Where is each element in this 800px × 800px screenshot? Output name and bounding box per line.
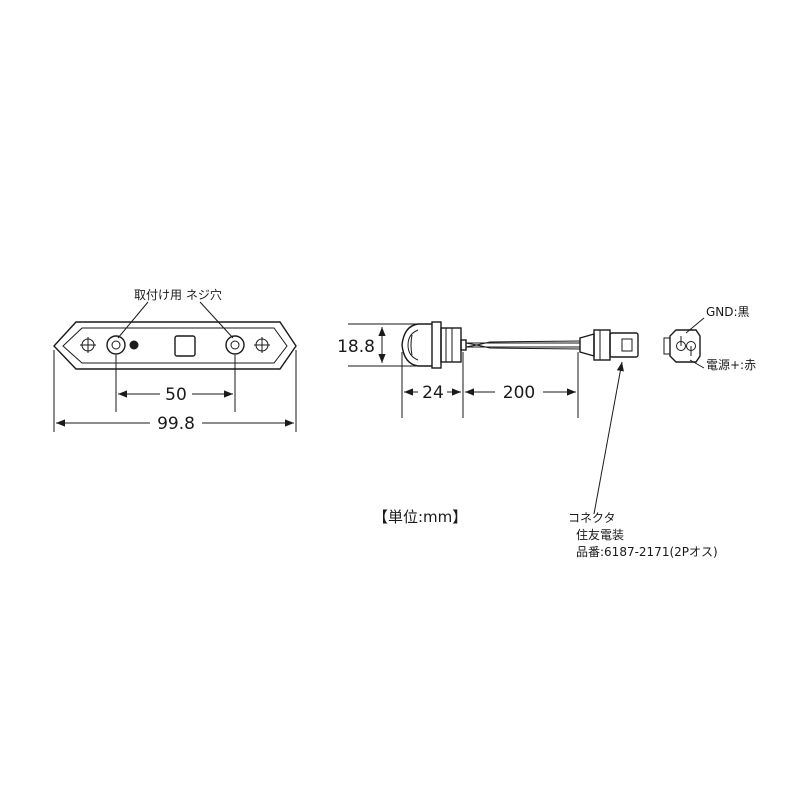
connector-spec: コネクタ 住友電装 品番:6187-2171(2Pオス) [568,511,718,559]
dim-height: 18.8 [337,337,375,357]
front-view: 取付け用 ネジ穴 50 99.8 [53,287,297,434]
center-window [174,335,196,357]
lamp-lens-outline [62,327,288,364]
power-label: 電源+:赤 [706,358,756,372]
screw-hole-left [106,335,126,355]
cable-connector [579,329,639,361]
dim-total-length: 99.8 [157,414,195,434]
mount-hole-label: 取付け用 ネジ穴 [134,287,222,302]
housing [440,327,462,363]
sensor-dot [129,340,139,350]
side-view: 18.8 24 200 [337,321,639,515]
connector-title: コネクタ [568,511,616,525]
unit-label: 【単位:mm】 [373,508,467,526]
end-boss-right [254,337,270,353]
screw-hole-right [225,335,245,355]
connector-part-number: 品番:6187-2171(2Pオス) [576,545,718,559]
dim-cable-length: 200 [503,383,535,403]
gnd-label: GND:黒 [706,305,750,319]
dim-hole-pitch: 50 [165,385,187,405]
cable [465,340,581,350]
flange [431,321,442,369]
lamp-body-outline [53,321,297,370]
lens-dome [401,323,432,367]
connector-face-view: GND:黒 電源+:赤 [663,305,756,372]
dim-body-depth: 24 [422,383,444,403]
end-boss-left [80,337,96,353]
connector-maker: 住友電装 [576,528,624,542]
